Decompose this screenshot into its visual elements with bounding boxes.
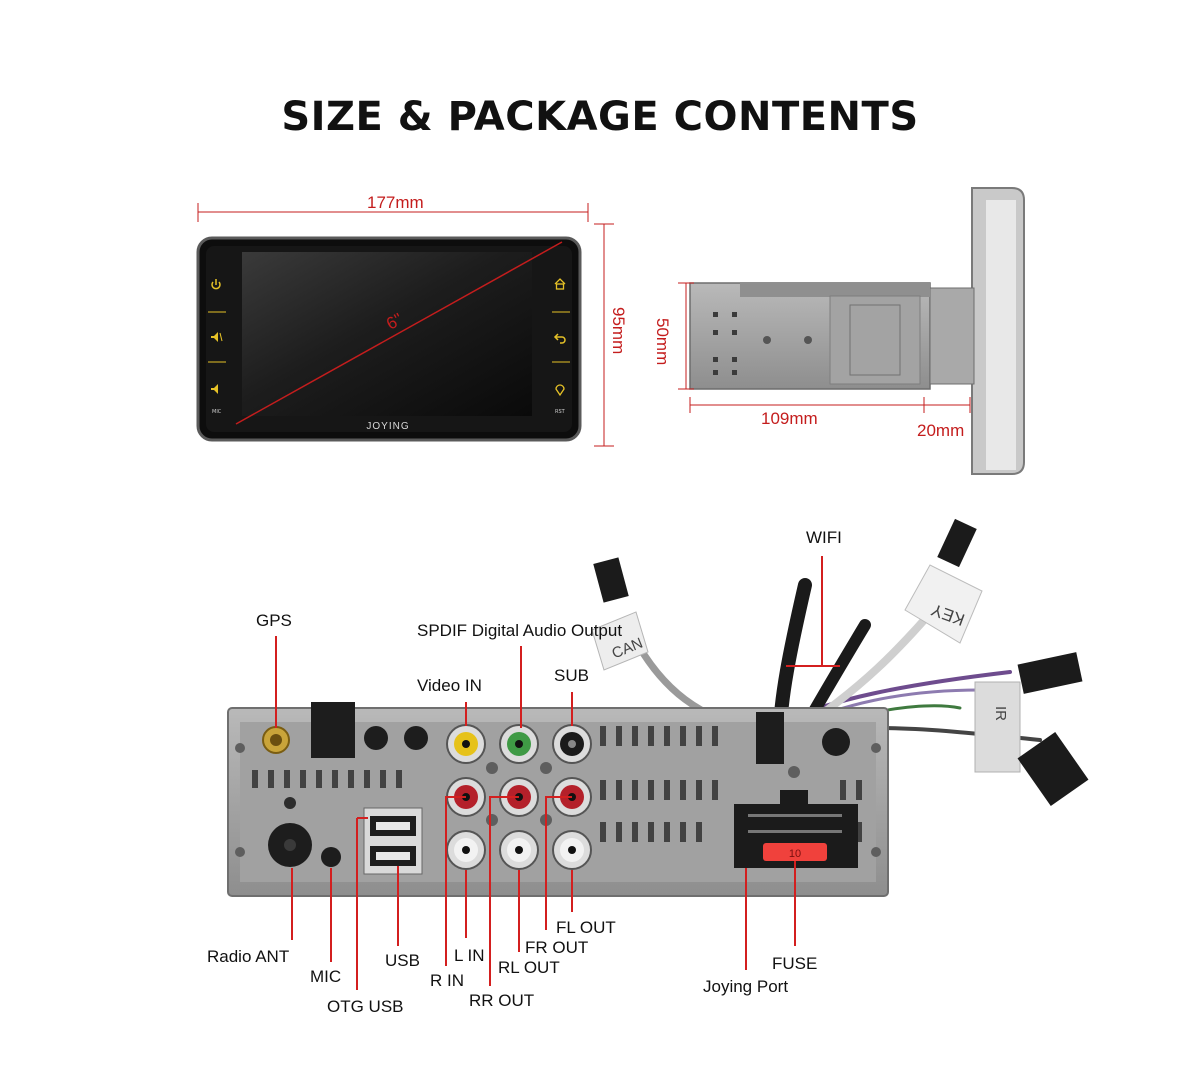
power-icon [211, 279, 221, 290]
usb-label: USB [385, 951, 420, 970]
diagonal-dimension-line [235, 241, 563, 425]
rca-video-in [446, 724, 486, 764]
height-label: 95mm [609, 307, 628, 355]
mic-side-label: MIC [212, 409, 222, 415]
height-dimension-line [594, 223, 614, 447]
ir-tag: IR [974, 652, 1089, 806]
otg-usb-label: OTG USB [327, 997, 404, 1016]
left-button-column [208, 311, 226, 363]
rst-side-label: RST [555, 409, 566, 415]
rear-panel: 10 [227, 702, 889, 897]
joying-port: 10 [734, 790, 858, 868]
svg-text:IR: IR [992, 706, 1009, 721]
mic-port [321, 847, 341, 867]
fl-out-label: FL OUT [556, 918, 616, 937]
svg-text:10: 10 [789, 848, 801, 860]
leader-lines [275, 636, 796, 990]
video-in-label: Video IN [417, 676, 482, 695]
body-height-label: 50mm [653, 318, 672, 366]
touch-screen [242, 252, 532, 416]
rl-out-label: RL OUT [498, 958, 560, 977]
front-view: MIC RST JOYING [196, 203, 614, 447]
page-title: SIZE & PACKAGE CONTENTS [281, 94, 919, 140]
rr-out-label: RR OUT [469, 991, 535, 1010]
depth-label: 109mm [761, 409, 818, 428]
gps-connector [262, 726, 290, 754]
width-dimension-line [197, 203, 589, 222]
spdif-label: SPDIF Digital Audio Output [417, 621, 623, 640]
side-view [678, 187, 1025, 475]
joying-port-label: Joying Port [703, 977, 789, 996]
volume-up-icon [211, 332, 223, 342]
rca-l-in [446, 830, 486, 870]
key-tag: KEY [904, 518, 983, 644]
fr-out-label: FR OUT [525, 938, 589, 957]
fuse-holder [763, 843, 827, 861]
navigation-pin-icon [555, 384, 565, 397]
wifi-leader [786, 556, 840, 667]
fuse-label: FUSE [772, 954, 818, 973]
protrusion-label: 20mm [917, 421, 965, 440]
brand-logo: JOYING [366, 421, 409, 432]
can-tag: CAN [591, 557, 649, 671]
volume-down-icon [211, 384, 218, 394]
gps-label: GPS [256, 611, 292, 630]
wifi-label: WIFI [806, 528, 842, 547]
mic-label: MIC [310, 967, 342, 986]
rca-spdif [499, 724, 539, 764]
aux-block [311, 702, 355, 758]
back-icon [553, 333, 566, 344]
radio-ant-label: Radio ANT [207, 947, 290, 966]
l-in-label: L IN [454, 946, 485, 965]
sub-label: SUB [554, 666, 589, 685]
home-icon [554, 278, 566, 290]
r-in-label: R IN [430, 971, 464, 990]
body-height-dimension-line [678, 282, 694, 390]
rca-rl-out [499, 830, 539, 870]
usb-port-block [363, 807, 423, 875]
width-label: 177mm [367, 193, 424, 212]
rca-fl-out [552, 830, 592, 870]
rca-sub [552, 724, 592, 764]
radio-antenna-port [268, 823, 312, 867]
protrusion-dimension-line [924, 397, 971, 413]
